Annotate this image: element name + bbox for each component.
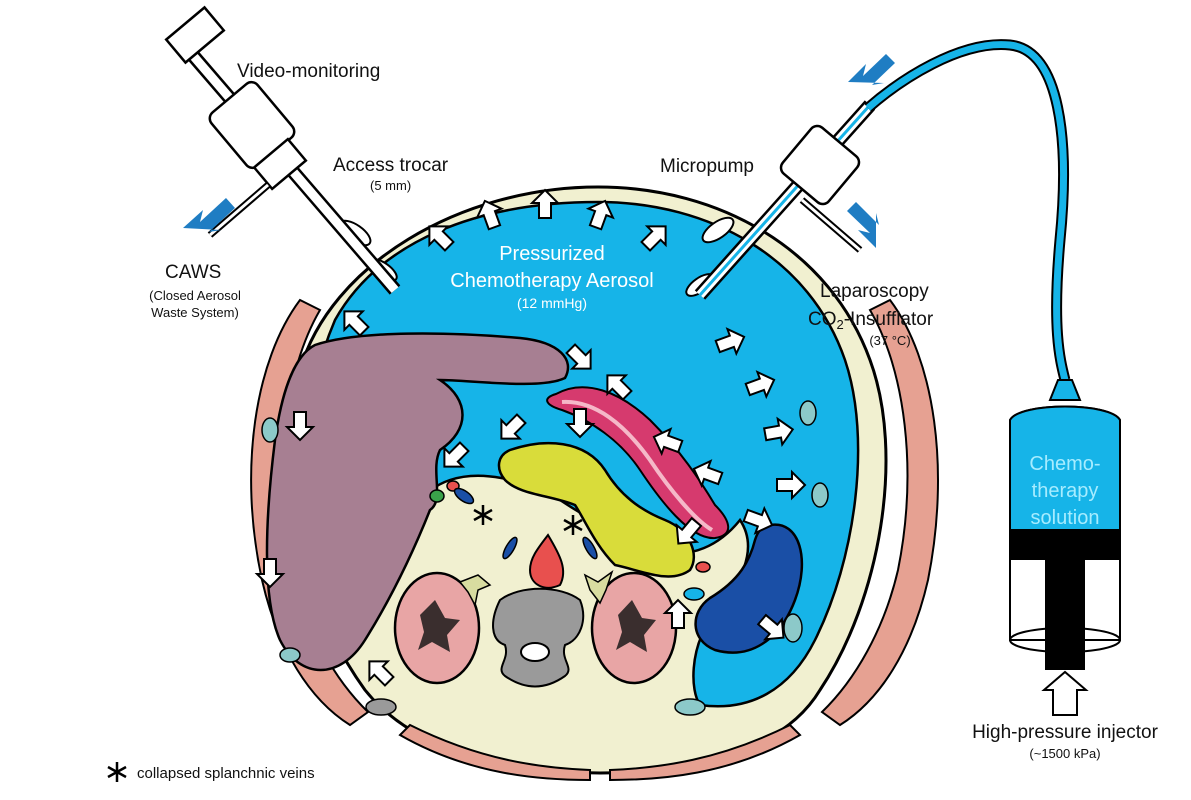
left-kidney [393, 571, 481, 685]
aerosol-arrow-12 [756, 613, 785, 641]
label-caws-line2: Waste System) [151, 305, 239, 320]
label-caws-line1: (Closed Aerosol [149, 288, 241, 303]
aerosol-arrow-11 [742, 505, 774, 535]
insufflator-inflow-arrow [847, 202, 879, 248]
gas-flow-arrows [183, 54, 895, 248]
label-caws: CAWS [165, 262, 221, 283]
aerosol-arrow-9 [762, 416, 795, 448]
aerosol-arrow-13 [662, 598, 694, 629]
insufflator-subscript: 2 [837, 317, 844, 332]
aerosol-arrows [254, 188, 807, 687]
aerosol-arrow-16 [368, 660, 395, 687]
wall-nodules [261, 400, 829, 716]
micropump-trocar [694, 100, 876, 300]
high-pressure-injector [1009, 379, 1121, 716]
label-laparoscopy: Laparoscopy [820, 281, 929, 302]
label-micropump: Micropump [660, 156, 754, 177]
aerosol-arrow-20 [606, 374, 633, 401]
aerosol-arrow-6 [343, 310, 370, 337]
aerosol-arrow-8 [744, 370, 776, 400]
aerosol-arrow-18 [500, 413, 527, 440]
aerosol-arrow-24 [565, 343, 592, 370]
aerosol-arrow-3 [585, 199, 615, 231]
aerosol-arrow-5 [640, 225, 667, 252]
aerosol-arrow-14 [284, 411, 316, 442]
vessels [429, 480, 711, 608]
access-trocar [164, 5, 401, 295]
label-access-trocar: Access trocar [333, 155, 449, 176]
legend-text: collapsed splanchnic veins [137, 765, 315, 782]
insufflator-suffix: -Insufflator [844, 309, 934, 330]
vertebra [492, 587, 585, 688]
aerosol-arrow-23 [675, 516, 703, 545]
vein-asterisks [107, 505, 583, 782]
aerosol-arrow-19 [564, 408, 596, 439]
label-chemo-line1: Chemo- [1029, 453, 1100, 475]
aerosol-arrow-10 [776, 469, 807, 501]
aerosol-arrow-15 [254, 558, 286, 589]
label-aerosol-line1: Pressurized [499, 243, 605, 265]
label-insufflator-temp: (37 °C) [869, 333, 910, 348]
caws-exhaust-arrow [183, 198, 235, 232]
label-access-trocar-size: (5 mm) [370, 178, 411, 193]
label-injector-pressure: (~1500 kPa) [1029, 746, 1100, 761]
label-video-monitoring: Video-monitoring [237, 61, 380, 82]
label-aerosol-line2: Chemotherapy Aerosol [450, 270, 653, 292]
aorta [528, 533, 565, 589]
label-insufflator: CO2-Insufflator [808, 309, 934, 332]
label-chemo-line3: solution [1031, 507, 1100, 529]
aerosol-arrow-2 [475, 199, 505, 231]
spleen [694, 523, 804, 654]
pancreas [497, 441, 696, 578]
label-injector: High-pressure injector [972, 722, 1159, 743]
aerosol-arrow-7 [714, 327, 746, 357]
aerosol-arrow-22 [692, 459, 724, 489]
aerosol-arrow-4 [428, 225, 455, 252]
pump-inflow-arrow [848, 54, 895, 85]
aerosol-arrow-21 [652, 427, 684, 457]
intestine [546, 386, 730, 540]
insufflator-prefix: CO [808, 309, 837, 330]
label-aerosol-pressure: (12 mmHg) [517, 295, 587, 311]
injector-push-arrow [1041, 670, 1089, 716]
aerosol-arrow-17 [443, 441, 470, 468]
aerosol-arrow-1 [529, 188, 561, 219]
label-chemo-line2: therapy [1032, 480, 1099, 502]
